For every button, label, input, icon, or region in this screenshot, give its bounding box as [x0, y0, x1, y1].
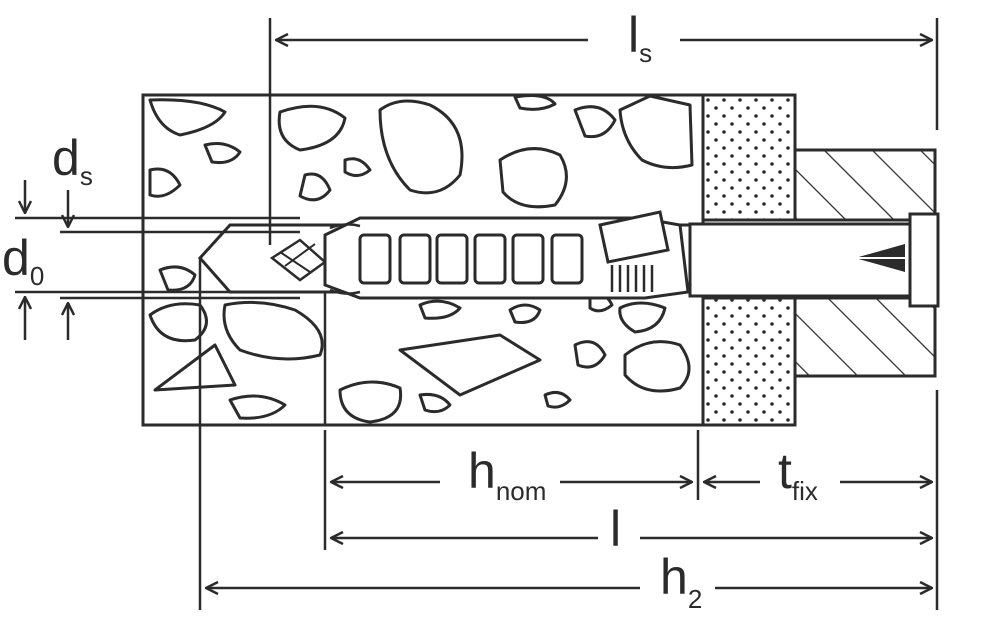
dimension-lines [15, 18, 939, 610]
label-ds: ds [52, 130, 93, 191]
label-d0: d0 [2, 230, 44, 291]
label-hnom: hnom [468, 443, 546, 506]
fixture-part [793, 148, 937, 378]
label-h2: h2 [660, 549, 702, 614]
plastic-plug [323, 210, 690, 300]
label-tfix: tfix [778, 443, 818, 506]
label-l: l [610, 501, 621, 557]
screw [269, 212, 940, 308]
insulation-layer [701, 93, 797, 427]
label-ls: ls [628, 7, 652, 68]
